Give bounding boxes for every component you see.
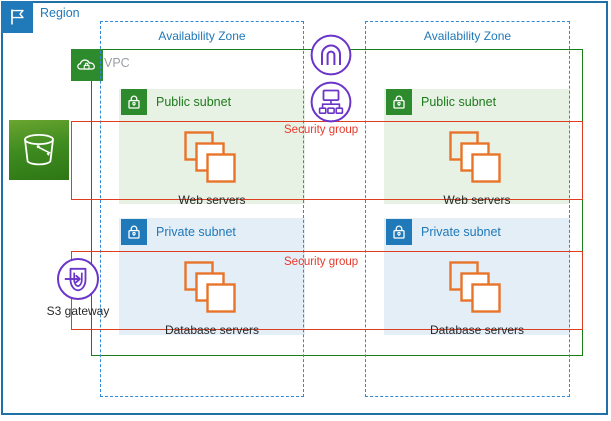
internet-gateway-icon <box>309 33 353 77</box>
availability-zone-right: Availability Zone <box>365 21 570 397</box>
subnet-header-private-left: Private subnet <box>121 219 236 245</box>
instances-stack-icon <box>417 126 537 192</box>
availability-zone-right-label: Availability Zone <box>423 29 512 43</box>
availability-zone-left-label: Availability Zone <box>158 29 246 43</box>
lock-icon <box>121 89 147 115</box>
vpc-cloud-lock-icon <box>71 49 103 81</box>
subnet-header-public-left: Public subnet <box>121 89 231 115</box>
availability-zone-left: Availability Zone <box>100 21 304 397</box>
lock-icon <box>386 89 412 115</box>
security-group-db-label: Security group <box>284 256 359 268</box>
server-group-db-left-label: Database servers <box>164 323 260 337</box>
server-group-db-right: Database servers <box>417 256 537 337</box>
region-label: Region <box>40 6 80 20</box>
subnet-header-private-right: Private subnet <box>386 219 501 245</box>
instances-stack-icon <box>152 256 272 322</box>
server-group-web-left-label: Web servers <box>178 193 246 207</box>
server-group-db-left: Database servers <box>152 256 272 337</box>
instances-stack-icon <box>152 126 272 192</box>
server-group-web-left: Web servers <box>152 126 272 207</box>
lock-icon <box>386 219 412 245</box>
server-group-web-right-label: Web servers <box>443 193 511 207</box>
subnet-header-public-right: Public subnet <box>386 89 496 115</box>
instances-stack-icon <box>417 256 537 322</box>
s3-gateway-label: S3 gateway <box>46 304 110 318</box>
security-group-web-label: Security group <box>284 124 359 136</box>
subnet-label-private-right: Private subnet <box>421 225 501 239</box>
subnet-label-public-right: Public subnet <box>421 95 497 109</box>
subnet-label-private-left: Private subnet <box>156 225 236 239</box>
gateway-endpoint-icon <box>57 258 99 300</box>
subnet-label-public-left: Public subnet <box>156 95 232 109</box>
server-group-web-right: Web servers <box>417 126 537 207</box>
s3-bucket-icon <box>9 120 69 180</box>
s3-gateway: S3 gateway <box>26 256 130 318</box>
region-flag-icon <box>1 1 33 33</box>
router-icon <box>309 80 353 124</box>
server-group-db-right-label: Database servers <box>429 323 525 337</box>
lock-icon <box>121 219 147 245</box>
region-boundary <box>1 1 608 415</box>
vpc-label: VPC <box>104 56 130 70</box>
